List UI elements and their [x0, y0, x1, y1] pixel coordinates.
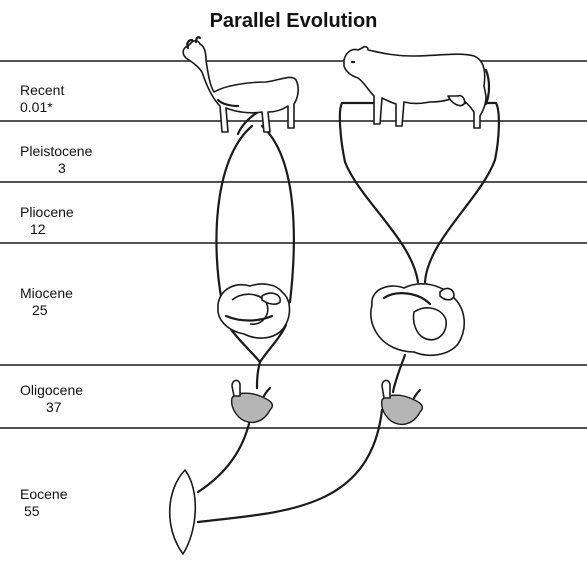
lineage-cow-right-upper: [425, 103, 499, 282]
lineage-llama-oligocene: [257, 362, 260, 388]
lineage-cow-oligocene: [393, 355, 405, 392]
llama-illustration: [183, 37, 298, 132]
oligocene-llama-ancestor: [232, 380, 273, 422]
lineage-cow-left-upper: [340, 103, 418, 282]
common-ancestor-shape: [170, 470, 196, 554]
cow-illustration: [344, 47, 489, 128]
miocene-llama-ancestor: [218, 284, 290, 338]
lineage-cow-eocene: [198, 410, 382, 522]
oligocene-cow-ancestor: [382, 380, 423, 424]
lineage-llama-right-upper: [262, 126, 294, 302]
lineage-llama-left-upper: [216, 126, 252, 302]
miocene-cow-ancestor: [371, 284, 464, 355]
